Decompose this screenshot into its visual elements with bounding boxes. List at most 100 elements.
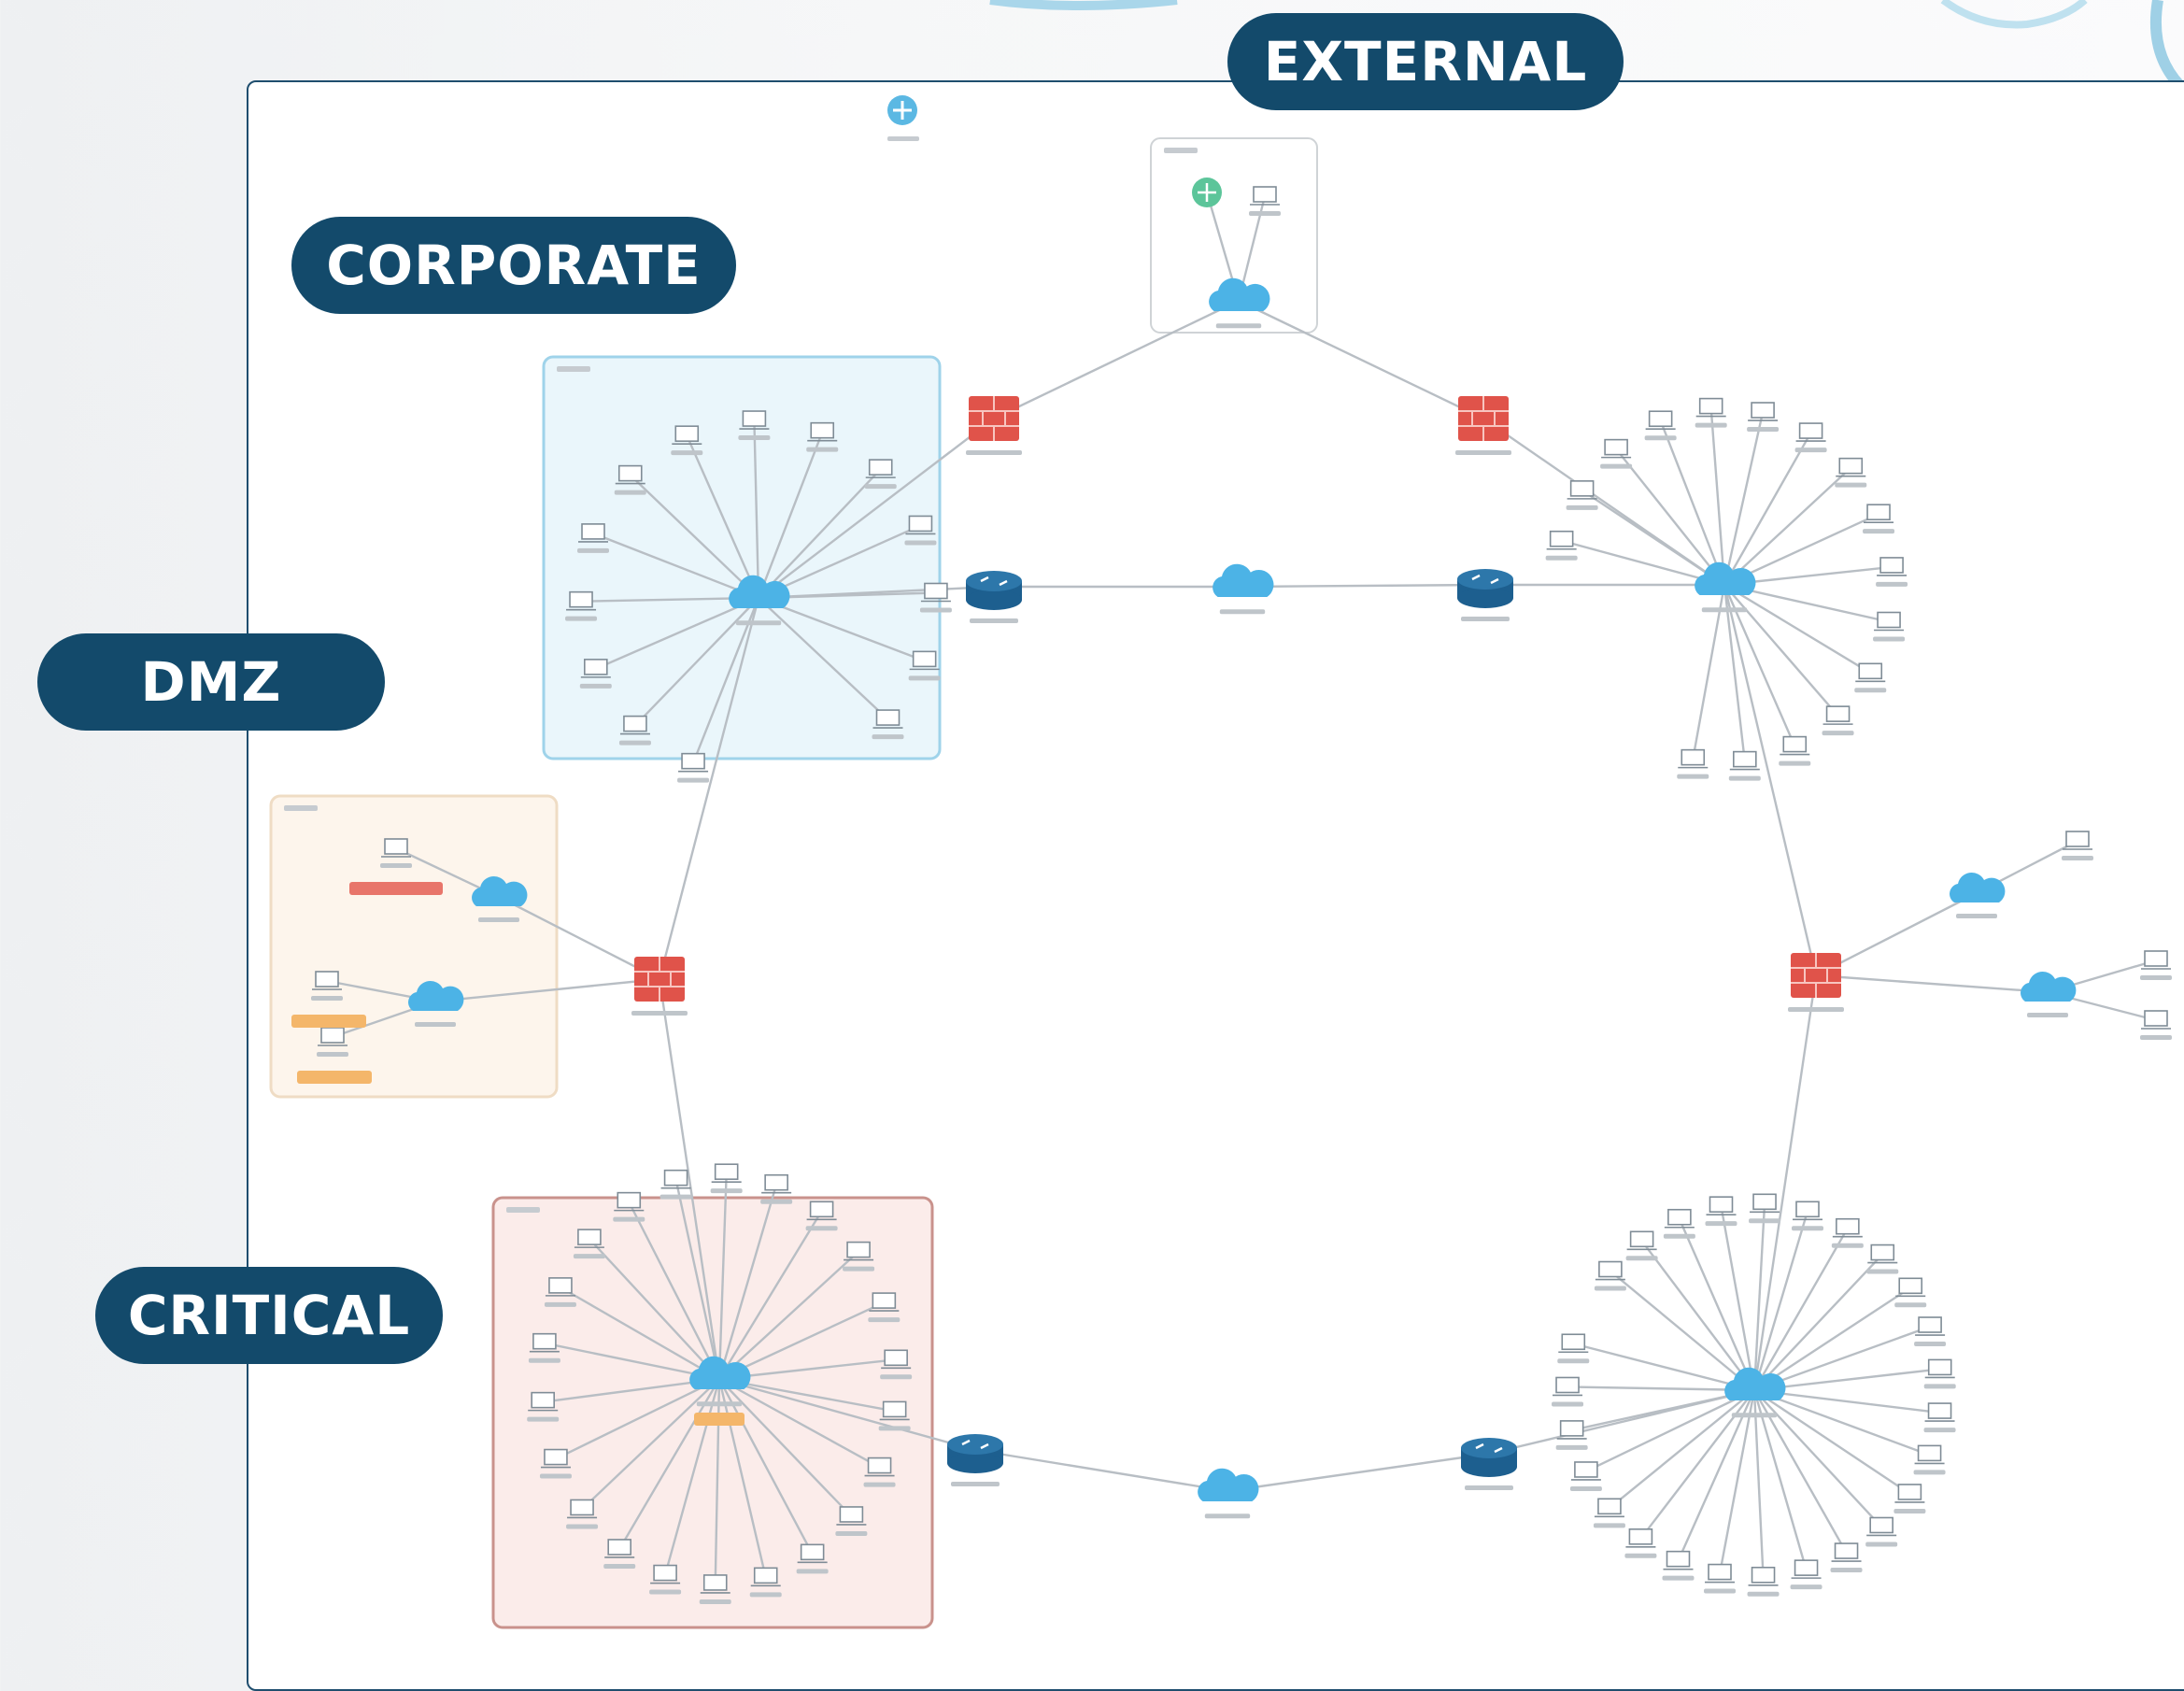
workstation-icon[interactable] [1729,750,1760,771]
workstation-icon[interactable] [1705,1563,1736,1584]
workstation-icon[interactable] [1895,1277,1926,1298]
workstation-icon[interactable] [1748,402,1779,421]
workstation-icon[interactable] [1601,438,1632,459]
cloud-icon[interactable] [1724,1367,1786,1400]
workstation-icon[interactable] [574,1229,604,1248]
workstation-icon[interactable] [2063,831,2092,850]
firewall-icon[interactable] [634,957,685,1002]
workstation-icon[interactable] [836,1506,867,1526]
cloud-icon[interactable] [689,1356,751,1389]
workstation-icon[interactable] [1874,611,1905,632]
router-icon[interactable] [947,1434,1003,1473]
workstation-icon[interactable] [872,709,903,729]
workstation-icon[interactable] [1831,1542,1862,1562]
workstation-icon[interactable] [1595,1260,1625,1281]
cloud-icon[interactable] [472,875,528,906]
workstation-icon[interactable] [1822,705,1853,725]
workstation-icon[interactable] [1866,1516,1897,1537]
workstation-icon[interactable] [578,523,609,543]
workstation-icon[interactable] [1791,1559,1822,1579]
router-icon[interactable] [966,571,1022,610]
workstation-icon[interactable] [1695,397,1726,418]
workstation-icon[interactable] [879,1400,910,1421]
workstation-icon[interactable] [678,752,709,773]
workstation-icon[interactable] [540,1448,571,1469]
workstation-icon[interactable] [881,1349,912,1370]
workstation-icon[interactable] [1553,1376,1583,1397]
workstation-icon[interactable] [1748,1566,1779,1586]
workstation-icon[interactable] [1626,1230,1657,1251]
firewall-icon[interactable] [1458,396,1509,441]
workstation-icon[interactable] [807,421,838,442]
firewall-icon[interactable] [1791,953,1841,998]
cloud-icon[interactable] [1950,872,2006,902]
workstation-icon[interactable] [1864,504,1894,523]
workstation-icon[interactable] [566,590,597,611]
workstation-icon[interactable] [2141,950,2171,970]
workstation-icon[interactable] [700,1574,730,1594]
workstation-icon[interactable] [381,838,411,858]
workstation-icon[interactable] [1836,457,1866,477]
workstation-icon[interactable] [1663,1550,1694,1570]
workstation-icon[interactable] [1795,422,1826,442]
workstation-icon[interactable] [1793,1201,1823,1221]
workstation-icon[interactable] [312,971,342,990]
workstation-icon[interactable] [545,1277,575,1297]
workstation-icon[interactable] [1855,662,1886,683]
workstation-icon[interactable] [1832,1217,1863,1238]
firewall-icon[interactable] [969,396,1019,441]
workstation-icon[interactable] [650,1564,681,1584]
workstation-icon[interactable] [580,659,611,678]
cloud-icon[interactable] [729,575,790,608]
workstation-icon[interactable] [1867,1243,1898,1264]
workstation-icon[interactable] [1924,1358,1955,1379]
workstation-icon[interactable] [1780,735,1810,756]
workstation-icon[interactable] [1877,557,1907,576]
workstation-icon[interactable] [614,1191,645,1212]
workstation-icon[interactable] [1625,1528,1656,1548]
workstation-icon[interactable] [1594,1498,1624,1518]
workstation-icon[interactable] [905,515,936,535]
cloud-icon[interactable] [408,980,464,1011]
workstation-icon[interactable] [1645,410,1676,431]
workstation-icon[interactable] [615,464,645,485]
workstation-icon[interactable] [711,1163,742,1183]
workstation-icon[interactable] [750,1567,781,1587]
cloud-icon[interactable] [1198,1468,1259,1501]
workstation-icon[interactable] [529,1332,560,1353]
workstation-icon[interactable] [869,1292,900,1312]
workstation-icon[interactable] [909,650,940,671]
router-icon[interactable] [1457,569,1513,608]
workstation-icon[interactable] [844,1241,874,1261]
router-icon[interactable] [1461,1438,1517,1477]
workstation-icon[interactable] [1558,1333,1589,1354]
workstation-icon[interactable] [660,1169,691,1189]
workstation-icon[interactable] [1570,1461,1601,1481]
workstation-icon[interactable] [318,1027,347,1046]
workstation-icon[interactable] [528,1391,559,1412]
workstation-icon[interactable] [1250,186,1280,206]
workstation-icon[interactable] [920,582,951,603]
cloud-icon[interactable] [1695,561,1756,595]
workstation-icon[interactable] [2141,1010,2171,1030]
workstation-icon[interactable] [1546,530,1577,550]
workstation-icon[interactable] [865,459,896,478]
cloud-icon[interactable] [1213,563,1274,597]
workstation-icon[interactable] [761,1173,792,1194]
workstation-icon[interactable] [1894,1484,1925,1503]
workstation-icon[interactable] [1915,1316,1946,1336]
workstation-icon[interactable] [1924,1402,1955,1422]
workstation-icon[interactable] [739,410,770,430]
workstation-icon[interactable] [1556,1420,1587,1440]
workstation-icon[interactable] [1914,1444,1945,1465]
workstation-icon[interactable] [1678,748,1709,769]
workstation-icon[interactable] [567,1499,598,1519]
workstation-icon[interactable] [1567,480,1597,500]
workstation-icon[interactable] [1706,1196,1737,1215]
cloud-icon[interactable] [2021,971,2077,1002]
workstation-icon[interactable] [672,425,702,445]
workstation-icon[interactable] [797,1543,828,1564]
workstation-icon[interactable] [1750,1193,1780,1214]
internet-globe-icon[interactable] [1192,178,1222,207]
workstation-icon[interactable] [806,1201,837,1221]
